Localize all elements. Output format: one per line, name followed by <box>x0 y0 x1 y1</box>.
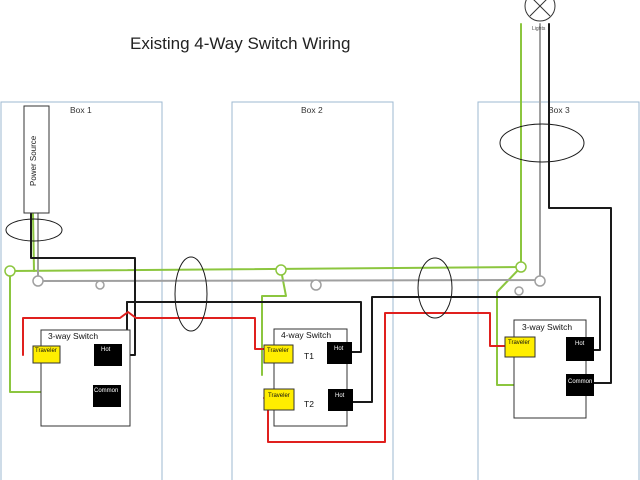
black-traveler-box1-box2 <box>126 301 362 353</box>
left-hot-terminal <box>94 344 122 366</box>
cable-clamp-box2-box3 <box>417 257 453 319</box>
splice-wire-box1-a <box>95 280 105 290</box>
cable-clamp-source <box>5 218 63 242</box>
right-common-label: Common <box>568 379 592 385</box>
left-hot-label: Hot <box>101 347 111 353</box>
ground-wire-main <box>9 23 522 272</box>
ground-wire-middle-switch <box>261 269 287 376</box>
splice-neutral-middle <box>310 279 322 291</box>
cable-clamp-lights <box>499 123 585 163</box>
middle-hot-2-label: Hot <box>335 393 345 399</box>
right-hot-label: Hot <box>575 341 585 347</box>
cable-clamp-box1-box2 <box>174 256 208 332</box>
middle-hot-1-label: Hot <box>334 346 344 352</box>
neutral-wire-main <box>37 23 541 282</box>
box-1 <box>0 101 163 480</box>
splice-wire-box3-a <box>514 286 524 296</box>
red-traveler-box1-box2 <box>22 311 265 356</box>
right-switch-label: 3-way Switch <box>522 322 572 332</box>
middle-hot-terminal-2 <box>328 389 353 411</box>
middle-t1-label: T1 <box>304 351 314 361</box>
right-common-terminal <box>566 374 594 396</box>
black-traveler-box2-box3 <box>351 296 601 403</box>
splice-neutral-left <box>32 275 44 287</box>
middle-traveler-1-label: Traveler <box>267 348 289 354</box>
left-traveler-terminal <box>32 345 61 364</box>
splice-ground-left <box>4 265 16 277</box>
switched-hot-to-light <box>548 23 612 384</box>
right-traveler-label: Traveler <box>508 340 530 346</box>
box-1-label: Box 1 <box>70 105 92 115</box>
diagram-title: Existing 4-Way Switch Wiring <box>130 34 350 53</box>
light-fixture <box>524 0 556 22</box>
left-traveler-label: Traveler <box>35 348 57 354</box>
ground-wire-left-switch <box>9 270 43 393</box>
left-common-terminal <box>93 385 121 407</box>
middle-hot-terminal-1 <box>327 342 352 364</box>
left-switch-label: 3-way Switch <box>48 331 98 341</box>
box-3 <box>477 101 640 480</box>
middle-traveler-2-label: Traveler <box>268 393 290 399</box>
power-source <box>23 105 50 214</box>
ground-wire-source <box>32 213 35 272</box>
box-3-label: Box 3 <box>548 105 570 115</box>
splice-ground-right <box>515 261 527 273</box>
splice-ground-middle <box>275 264 287 276</box>
middle-traveler-terminal-2 <box>263 388 295 411</box>
middle-traveler-terminal-1 <box>263 344 294 364</box>
right-hot-terminal <box>566 337 594 361</box>
lights-label: Lights <box>532 26 546 32</box>
power-source-label: Power Source <box>29 135 38 186</box>
splice-neutral-right <box>534 275 546 287</box>
middle-t2-label: T2 <box>304 399 314 409</box>
right-3-way-switch <box>513 319 587 419</box>
box-2-label: Box 2 <box>301 105 323 115</box>
middle-switch-label: 4-way Switch <box>281 330 331 340</box>
right-traveler-terminal <box>504 336 536 358</box>
left-common-label: Common <box>94 388 118 394</box>
